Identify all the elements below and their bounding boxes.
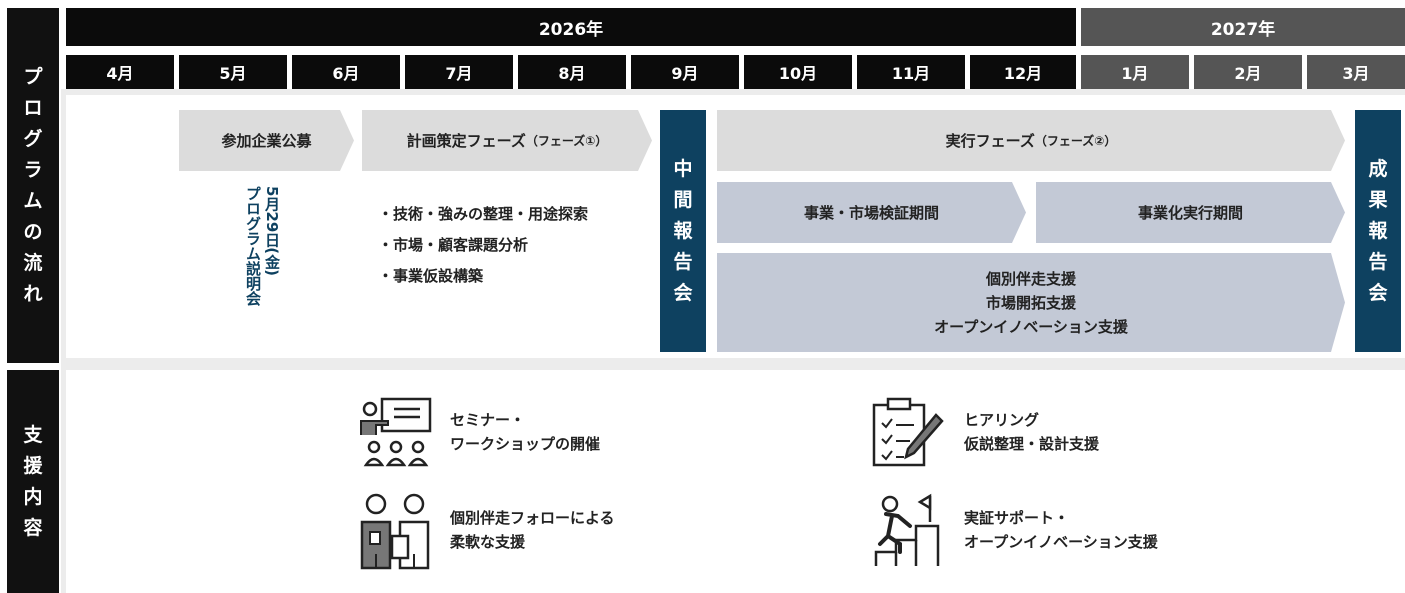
month-jul: 7月 — [405, 55, 513, 89]
month-jan: 1月 — [1081, 55, 1189, 89]
commercialization-period: 事業化実行期間 — [1036, 182, 1345, 243]
climb-icon — [870, 492, 946, 568]
mentor-icon — [358, 492, 434, 570]
month-jun: 6月 — [292, 55, 400, 89]
month-apr: 4月 — [66, 55, 174, 89]
planning-task-item: ・技術・強みの整理・用途探索 — [378, 205, 589, 223]
seminar-icon — [358, 395, 434, 467]
support-services-box: 個別伴走支援 市場開拓支援 オープンイノベーション支援 — [717, 253, 1345, 352]
program-flow-label: プ ロ グ ラ ム の 流 れ — [7, 8, 59, 363]
month-mar: 3月 — [1307, 55, 1405, 89]
support-item-hearing: ヒアリング 仮説整理・設計支援 — [964, 411, 1100, 453]
month-may: 5月 — [179, 55, 287, 89]
support-content-label: 支 援 内 容 — [7, 370, 59, 593]
month-oct: 10月 — [744, 55, 852, 89]
year-2027-header: 2027年 — [1081, 8, 1405, 46]
execution-phase: 実行フェーズ（フェーズ②） — [717, 110, 1345, 171]
support-area — [66, 370, 1405, 593]
planning-task-item: ・市場・顧客課題分析 — [378, 236, 529, 254]
briefing-session-note: 5月29日(金) プログラム説明会 — [244, 186, 281, 306]
year-2026-header: 2026年 — [66, 8, 1076, 46]
final-report-meeting: 成 果 報 告 会 — [1355, 110, 1401, 352]
planning-phase: 計画策定フェーズ（フェーズ①） — [362, 110, 652, 171]
clipboard-icon — [870, 395, 946, 469]
month-nov: 11月 — [857, 55, 965, 89]
planning-task-item: ・事業仮設構築 — [378, 267, 484, 285]
support-item-verification: 実証サポート・ オープンイノベーション支援 — [964, 509, 1158, 551]
support-item-mentoring: 個別伴走フォローによる 柔軟な支援 — [450, 509, 615, 551]
midterm-report-meeting: 中 間 報 告 会 — [660, 110, 706, 352]
recruitment-phase: 参加企業公募 — [179, 110, 354, 171]
month-sep: 9月 — [631, 55, 739, 89]
month-dec: 12月 — [970, 55, 1076, 89]
month-feb: 2月 — [1194, 55, 1302, 89]
planning-task-list: ・技術・強みの整理・用途探索 ・市場・顧客課題分析 ・事業仮設構築 — [378, 199, 658, 292]
verification-period: 事業・市場検証期間 — [717, 182, 1026, 243]
month-aug: 8月 — [518, 55, 626, 89]
support-item-seminar: セミナー・ ワークショップの開催 — [450, 411, 601, 453]
